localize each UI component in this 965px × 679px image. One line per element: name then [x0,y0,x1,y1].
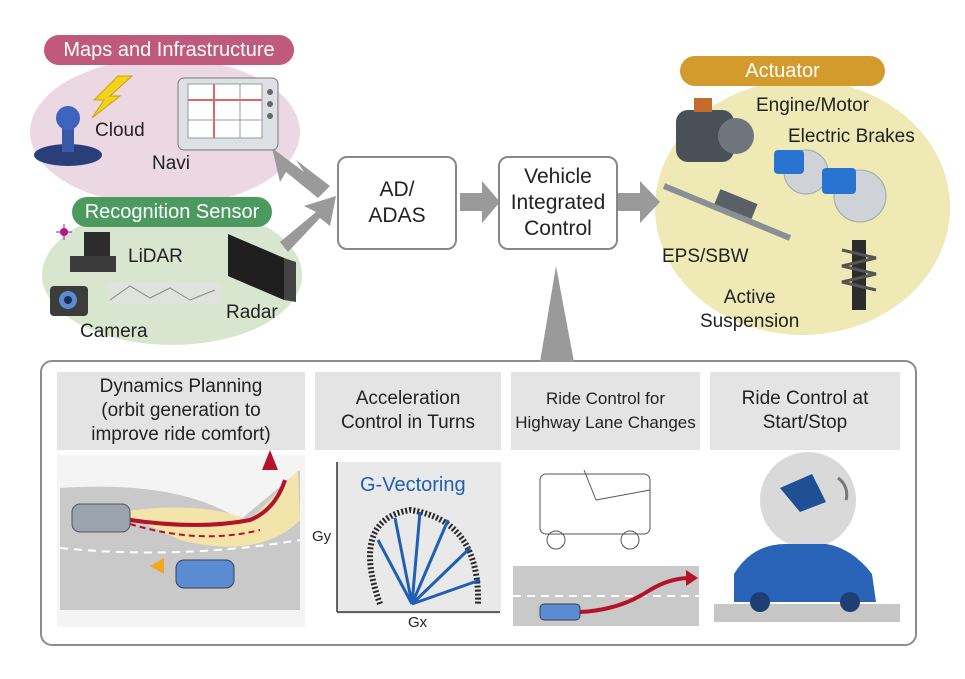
panel-lane-change-title: Ride Control for Highway Lane Changes [511,372,700,450]
laser-icon [56,224,72,240]
cloud-label: Cloud [95,120,145,141]
eps-sbw-label: EPS/SBW [662,246,749,267]
actuator-title: Actuator [680,56,885,86]
point-cloud-icon [108,282,220,304]
motor-icon [676,98,754,162]
arrow-control-to-actuator [616,181,660,223]
joystick-knob-icon [56,106,80,130]
maps-title: Maps and Infrastructure [44,35,294,65]
lidar-icon [70,232,116,272]
dynamics-diagram-icon [539,469,651,550]
panel-start-stop-title: Ride Control at Start/Stop [710,372,900,450]
arrow-adas-to-control [460,181,500,223]
panel-acceleration-title: Acceleration Control in Turns [315,372,501,450]
vehicle-control-box: Vehicle Integrated Control [498,156,618,250]
electric-brakes-label: Electric Brakes [788,126,915,147]
callout-pointer [540,266,574,362]
navi-device-icon [177,77,279,151]
g-vectoring-chart [336,462,500,613]
detail-panel-frame [40,360,917,646]
cone-icon [262,450,278,470]
recognition-title: Recognition Sensor [72,197,272,227]
planned-path-icon [129,479,287,527]
car-icon [71,503,131,533]
car-silhouette-icon [734,544,876,602]
lightning-icon [91,75,134,119]
camera-icon [50,286,88,316]
lane-change-scene-icon [513,566,699,626]
engine-motor-label: Engine/Motor [756,95,870,116]
radar-icon [228,234,296,302]
start-stop-scene-icon [714,452,900,622]
suspension-icon [841,240,877,310]
joystick-base-icon [34,144,102,166]
g-vectoring-label: G-Vectoring [360,474,466,496]
steering-rack-icon [662,183,792,241]
active-suspension-label: Active Suspension [700,287,800,332]
direction-arrow-icon [150,558,164,574]
arrow-sensor-to-adas [280,196,336,252]
gx-axis-label: Gx [408,614,428,631]
road-scene-icon [59,450,301,610]
car-icon [175,559,235,589]
panel-dynamics-title: Dynamics Planning (orbit generation to i… [57,372,305,450]
brake-icon [774,149,887,223]
gy-axis-label: Gy [312,528,332,545]
lidar-label: LiDAR [128,246,183,267]
camera-label: Camera [80,321,148,342]
ad-adas-box: AD/ ADAS [337,156,457,250]
arrow-maps-to-adas [272,148,330,198]
navi-label: Navi [152,153,191,174]
radar-label: Radar [226,302,278,323]
pedal-icon [780,474,826,512]
